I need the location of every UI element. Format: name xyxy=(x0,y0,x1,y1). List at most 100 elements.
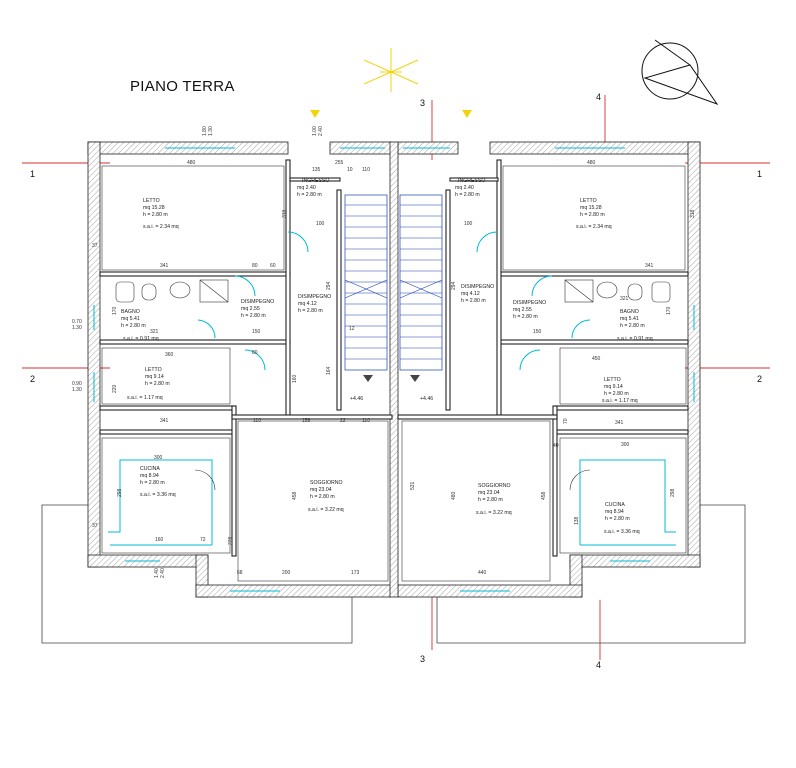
svg-text:2.40: 2.40 xyxy=(160,568,166,578)
sun-orientation-icon xyxy=(363,48,419,92)
windows xyxy=(93,147,695,592)
svg-text:h = 2.80 m: h = 2.80 m xyxy=(140,480,165,486)
svg-text:LETTO: LETTO xyxy=(604,377,621,383)
svg-text:100: 100 xyxy=(316,221,325,227)
svg-text:341: 341 xyxy=(615,420,624,426)
svg-text:LETTO: LETTO xyxy=(580,198,597,204)
svg-text:h = 2.80 m: h = 2.80 m xyxy=(604,391,629,397)
dimension-labels: 480 480 135 255 10 110 318 318 341 341 3… xyxy=(72,126,696,578)
svg-text:2.40: 2.40 xyxy=(318,126,324,136)
axis-label-2-left: 2 xyxy=(30,374,35,384)
svg-text:mq 15.28: mq 15.28 xyxy=(143,205,165,211)
svg-text:341: 341 xyxy=(160,263,169,269)
room-disimpegno-left-2: DISIMPEGNO mq 4.12 h = 2.80 m xyxy=(298,294,331,314)
svg-text:1.30: 1.30 xyxy=(208,126,214,136)
room-letto2-right: LETTO mq 9.14 h = 2.80 m s.a.i. = 1.17 m… xyxy=(602,377,638,404)
svg-text:458: 458 xyxy=(541,491,547,500)
svg-text:480: 480 xyxy=(451,491,457,500)
room-disimpegno-right-2: DISIMPEGNO mq 4.12 h = 2.80 m xyxy=(461,284,494,304)
svg-text:INGRESSO: INGRESSO xyxy=(302,178,329,184)
svg-text:298: 298 xyxy=(670,488,676,497)
svg-text:110: 110 xyxy=(362,418,370,424)
svg-text:100: 100 xyxy=(464,221,473,227)
svg-text:298: 298 xyxy=(117,488,123,497)
svg-text:mq 2.40: mq 2.40 xyxy=(455,185,474,191)
axis-label-4-top: 4 xyxy=(596,92,601,102)
svg-text:0.90: 0.90 xyxy=(72,381,82,387)
svg-text:480: 480 xyxy=(587,160,596,166)
svg-text:294: 294 xyxy=(451,281,457,290)
svg-text:318: 318 xyxy=(282,209,288,218)
room-cucina-right: CUCINA mq 8.94 h = 2.80 m s.a.i. = 3.36 … xyxy=(604,502,640,535)
entrance-marker-right-icon xyxy=(462,110,472,118)
svg-text:60: 60 xyxy=(270,263,276,269)
svg-text:531: 531 xyxy=(410,481,416,490)
svg-text:CUCINA: CUCINA xyxy=(605,502,625,508)
svg-text:h = 2.80 m: h = 2.80 m xyxy=(298,308,323,314)
svg-text:458: 458 xyxy=(292,491,298,500)
svg-text:INGRESSO: INGRESSO xyxy=(458,178,485,184)
svg-text:1.00: 1.00 xyxy=(312,126,318,136)
room-outlines xyxy=(101,165,687,582)
room-letto-right: LETTO mq 15.28 h = 2.80 m s.a.i. = 2.34 … xyxy=(576,198,612,230)
room-cucina-left: CUCINA mq 8.94 h = 2.80 m s.a.i. = 3.36 … xyxy=(140,466,176,498)
kitchen-counter-left xyxy=(108,459,213,545)
svg-text:mq 5.41: mq 5.41 xyxy=(620,316,639,322)
svg-text:150: 150 xyxy=(533,329,542,335)
entrance-marker-left-icon xyxy=(310,110,320,118)
terrace-outlines xyxy=(41,504,746,644)
room-soggiorno-right: SOGGIORNO mq 23.04 h = 2.80 m s.a.i. = 3… xyxy=(476,483,512,516)
svg-text:160: 160 xyxy=(292,374,298,383)
svg-text:h = 2.80 m: h = 2.80 m xyxy=(310,494,335,500)
svg-text:70: 70 xyxy=(563,418,569,424)
stair-tread xyxy=(344,194,388,371)
axis-label-1-left: 1 xyxy=(30,169,35,179)
svg-text:SOGGIORNO: SOGGIORNO xyxy=(310,480,343,486)
svg-text:158: 158 xyxy=(302,418,311,424)
stair-tread xyxy=(399,279,443,299)
svg-text:LETTO: LETTO xyxy=(145,367,162,373)
svg-text:164: 164 xyxy=(326,366,332,375)
svg-text:h = 2.80 m: h = 2.80 m xyxy=(143,212,168,218)
svg-text:138: 138 xyxy=(574,516,580,525)
svg-text:300: 300 xyxy=(154,455,163,461)
svg-text:DISIMPEGNO: DISIMPEGNO xyxy=(298,294,331,300)
svg-text:mq 9.14: mq 9.14 xyxy=(604,384,623,390)
svg-text:mq 8.94: mq 8.94 xyxy=(605,509,624,515)
svg-text:12: 12 xyxy=(349,326,355,332)
svg-text:h = 2.80 m: h = 2.80 m xyxy=(580,212,605,218)
svg-text:440: 440 xyxy=(478,570,487,576)
svg-text:135: 135 xyxy=(312,167,321,173)
axis-label-4-bottom: 4 xyxy=(596,660,601,670)
svg-text:200: 200 xyxy=(282,570,291,576)
room-disimpegno-left-1: DISIMPEGNO mq 2.55 h = 2.80 m xyxy=(241,299,274,319)
svg-text:37: 37 xyxy=(92,243,98,249)
svg-text:0.70: 0.70 xyxy=(72,319,82,325)
exterior-walls xyxy=(87,141,701,598)
room-ingresso-left: INGRESSO mq 2.40 h = 2.80 m xyxy=(297,178,329,198)
svg-text:s.a.i. = 2.34 mq: s.a.i. = 2.34 mq xyxy=(143,224,179,230)
svg-text:228: 228 xyxy=(228,536,234,545)
svg-text:360: 360 xyxy=(165,352,174,358)
svg-text:10: 10 xyxy=(347,167,353,173)
svg-text:h = 2.80 m: h = 2.80 m xyxy=(620,323,645,329)
svg-text:h = 2.80 m: h = 2.80 m xyxy=(297,192,322,198)
svg-text:321: 321 xyxy=(620,296,629,302)
svg-text:BAGNO: BAGNO xyxy=(620,309,639,315)
room-ingresso-right: INGRESSO mq 2.40 h = 2.80 m xyxy=(455,178,485,198)
svg-text:mq 8.94: mq 8.94 xyxy=(140,473,159,479)
stair-arrow-left-icon xyxy=(363,375,373,382)
svg-text:160: 160 xyxy=(155,537,164,543)
room-soggiorno-left: SOGGIORNO mq 23.04 h = 2.80 m s.a.i. = 3… xyxy=(308,480,344,513)
stair-level-left: +4.46 xyxy=(350,396,363,402)
svg-text:DISIMPEGNO: DISIMPEGNO xyxy=(513,300,546,306)
door-swings xyxy=(194,231,591,491)
svg-text:s.a.i. = 3.36 mq: s.a.i. = 3.36 mq xyxy=(140,492,176,498)
svg-text:1.40: 1.40 xyxy=(154,568,160,578)
svg-text:mq 4.12: mq 4.12 xyxy=(461,291,480,297)
svg-text:170: 170 xyxy=(666,306,672,315)
svg-text:294: 294 xyxy=(326,281,332,290)
svg-text:480: 480 xyxy=(187,160,196,166)
svg-text:s.a.i. = 2.34 mq: s.a.i. = 2.34 mq xyxy=(576,224,612,230)
